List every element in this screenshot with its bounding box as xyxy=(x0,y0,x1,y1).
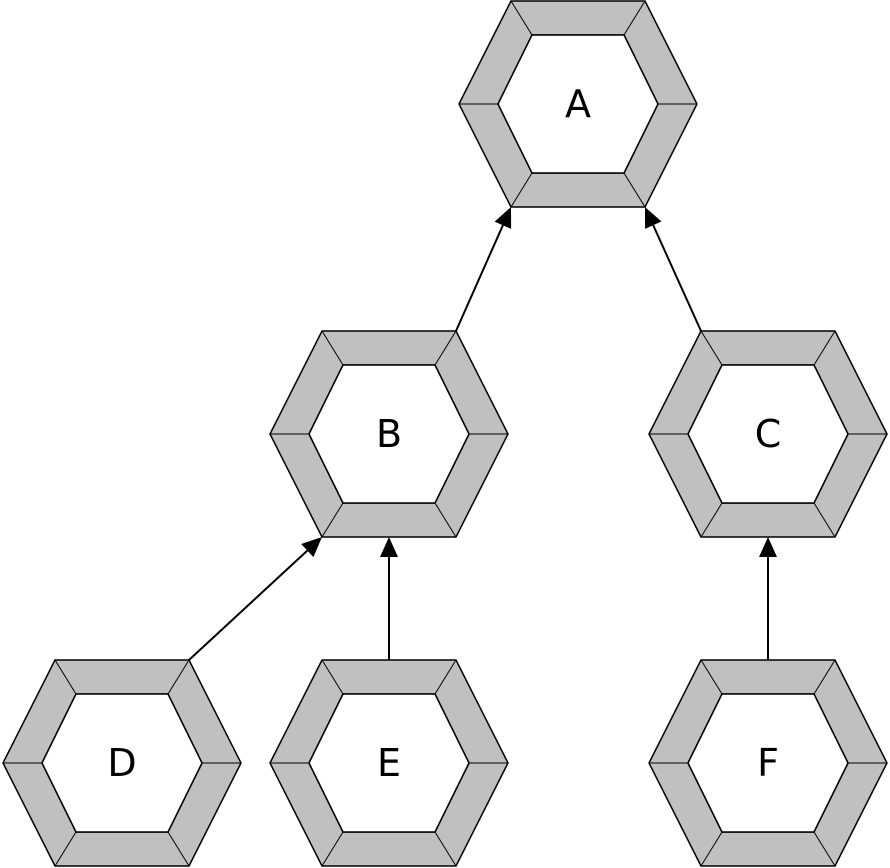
node-label: E xyxy=(377,741,401,785)
arrowhead xyxy=(301,537,322,558)
hexagon-spoke xyxy=(321,831,344,867)
hexagon-spoke xyxy=(623,0,646,36)
arrowhead xyxy=(759,537,777,557)
edge-b-to-a xyxy=(455,207,512,332)
hexagon-spoke xyxy=(321,330,344,366)
hexagon-spoke xyxy=(813,330,836,366)
hexagon-face xyxy=(687,364,849,504)
node-b: B xyxy=(269,330,509,538)
hexagon-spoke xyxy=(700,502,723,538)
edge-line xyxy=(188,549,308,661)
hexagon-spoke xyxy=(700,330,723,366)
hexagon-spoke xyxy=(434,502,457,538)
node-d: D xyxy=(2,659,242,867)
node-c: C xyxy=(648,330,888,538)
edge-f-to-c xyxy=(759,537,777,660)
edge-c-to-a xyxy=(645,207,702,332)
node-label: A xyxy=(565,82,591,126)
hexagon-spoke xyxy=(434,831,457,867)
node-f: F xyxy=(648,659,888,867)
arrowhead xyxy=(380,537,398,557)
hexagon-spoke xyxy=(54,659,77,695)
edge-line xyxy=(455,224,504,332)
hexagon-spoke xyxy=(813,502,836,538)
node-label: B xyxy=(376,412,402,456)
node-e: E xyxy=(269,659,509,867)
hexagon-spoke xyxy=(321,659,344,695)
hexagon-spoke xyxy=(813,659,836,695)
hexagon-spoke xyxy=(167,659,190,695)
edge-line xyxy=(652,224,702,332)
node-label: F xyxy=(757,741,779,785)
hexagon-spoke xyxy=(623,172,646,208)
edge-d-to-b xyxy=(188,537,322,661)
hexagon-spoke xyxy=(434,330,457,366)
hexagon-face xyxy=(308,693,470,833)
arrowhead xyxy=(494,207,512,229)
node-a: A xyxy=(458,0,698,208)
hexagon-spoke xyxy=(813,831,836,867)
hexagon-spoke xyxy=(167,831,190,867)
arrowhead xyxy=(645,207,662,229)
hexagon-face xyxy=(687,693,849,833)
edge-e-to-b xyxy=(380,537,398,660)
hexagon-face xyxy=(497,34,659,174)
hexagon-spoke xyxy=(700,659,723,695)
hexagon-spoke xyxy=(510,0,533,36)
hexagon-spoke xyxy=(54,831,77,867)
hexagon-spoke xyxy=(700,831,723,867)
hexagon-spoke xyxy=(321,502,344,538)
edges-layer xyxy=(188,207,777,661)
node-label: C xyxy=(755,412,782,456)
node-label: D xyxy=(107,741,136,785)
hexagon-face xyxy=(41,693,203,833)
hexagon-face xyxy=(308,364,470,504)
hexagon-spoke xyxy=(434,659,457,695)
hexagon-spoke xyxy=(510,172,533,208)
